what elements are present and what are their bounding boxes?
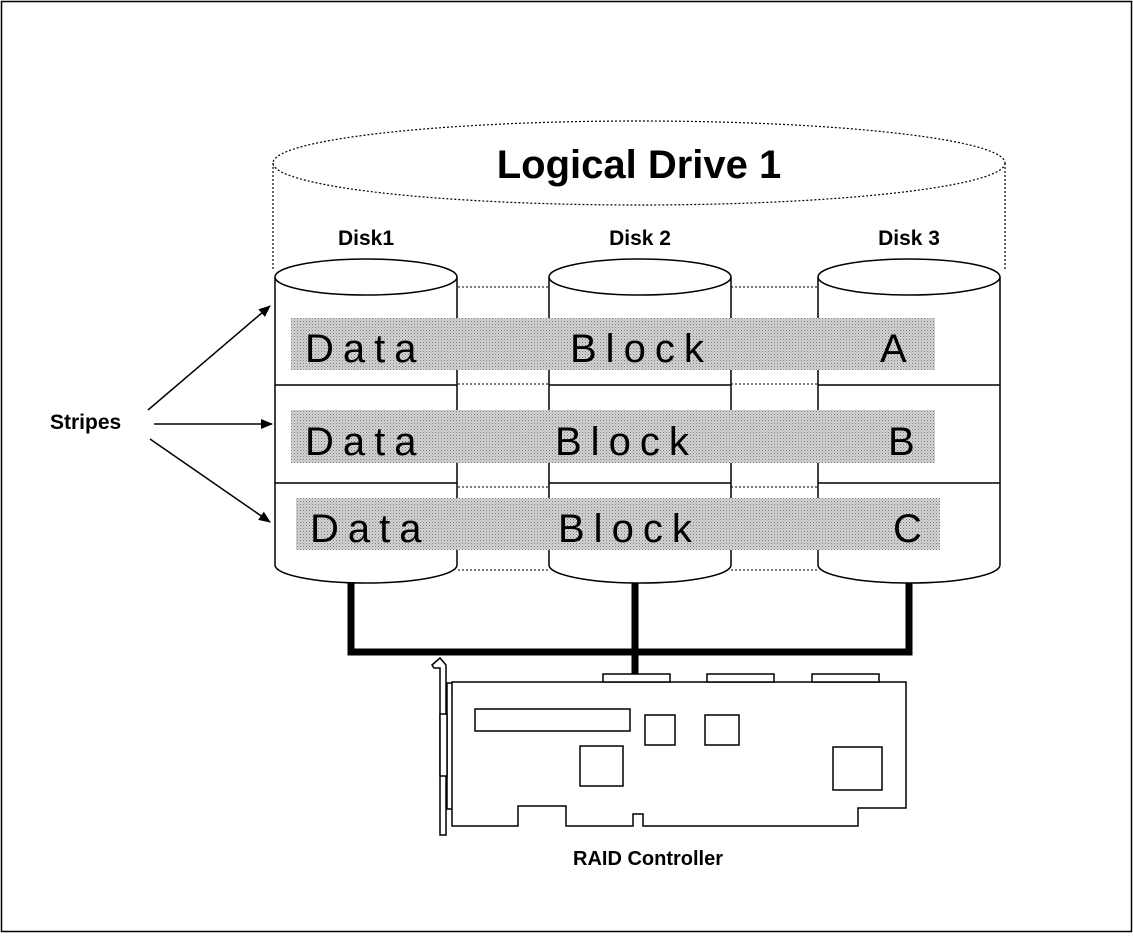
stripe-c: Data Block C: [296, 498, 940, 551]
disk-connectors: [458, 286, 818, 571]
chip-4: [832, 746, 883, 791]
raid-controller-label: RAID Controller: [573, 848, 723, 870]
chip-1: [644, 714, 676, 746]
stripe-c-word1: Data: [310, 507, 431, 551]
stripe-c-band: [296, 498, 940, 550]
disk-2-label: Disk 2: [609, 227, 671, 250]
disk-3-label: Disk 3: [878, 227, 940, 250]
stripe-c-letter: C: [893, 507, 931, 551]
arrow-to-stripe-c: [149, 438, 271, 523]
stripe-b-letter: B: [888, 420, 924, 464]
chip-2: [704, 714, 740, 746]
stripe-a-letter: A: [880, 327, 916, 371]
card-bracket: [431, 656, 447, 836]
stripe-a-word2: Block: [570, 327, 713, 371]
logical-drive-title: Logical Drive 1: [497, 143, 782, 187]
stripe-b-word1: Data: [305, 420, 426, 464]
chip-long: [474, 708, 631, 732]
disk-1-label: Disk1: [338, 227, 394, 250]
bracket-connector: [439, 713, 448, 777]
stripe-arrows: [147, 305, 273, 523]
stripe-b-band: [291, 410, 935, 463]
connector-3: [811, 673, 880, 683]
stripe-a: Data Block A: [291, 318, 935, 371]
stripe-b-word2: Block: [555, 420, 698, 464]
stripe-a-word1: Data: [305, 327, 426, 371]
stripes-label: Stripes: [50, 411, 121, 434]
raid-controller-card: [431, 656, 907, 836]
stripe-a-band: [291, 318, 935, 370]
stripe-b: Data Block B: [291, 410, 935, 464]
arrow-to-stripe-a: [147, 305, 271, 411]
logical-drive-cylinder: [272, 120, 1006, 270]
connector-2: [706, 673, 775, 683]
chip-3: [579, 745, 624, 787]
stripe-c-word2: Block: [558, 507, 701, 551]
connector-1: [602, 673, 671, 683]
